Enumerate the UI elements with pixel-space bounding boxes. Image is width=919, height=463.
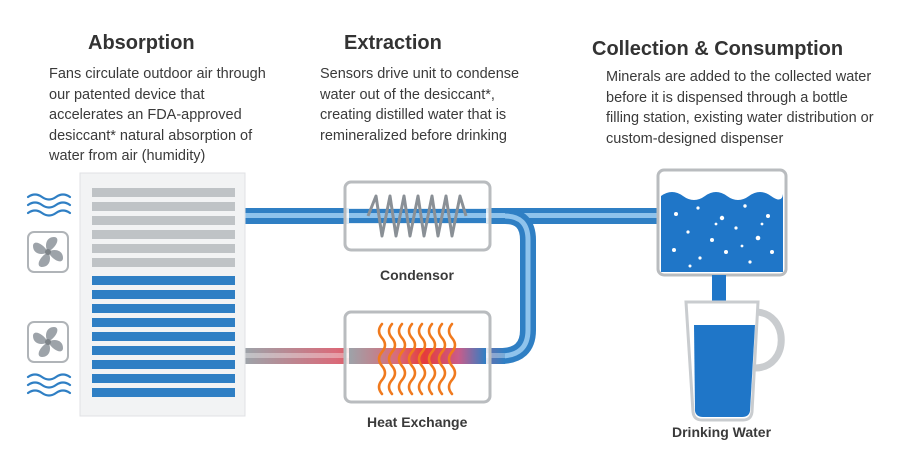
drinking-water-label: Drinking Water (672, 424, 772, 440)
condensor-label: Condensor (380, 267, 454, 283)
heat-flame-icon (377, 322, 457, 396)
heat-exchange-box (343, 310, 492, 404)
absorption-title: Absorption (88, 32, 195, 54)
absorption-unit (79, 172, 246, 417)
collection-line: custom-designed dispenser (606, 130, 784, 147)
heat-exchange-label: Heat Exchange (367, 414, 468, 430)
condensor-coil-icon (366, 194, 468, 238)
extraction-line: remineralized before drinking (320, 127, 507, 144)
absorption-line: Fans circulate outdoor air through (49, 66, 266, 82)
pitcher-icon (684, 300, 785, 422)
collection-description: Minerals are added to the collected wate… (606, 67, 874, 149)
extraction-line: creating distilled water that is (320, 107, 507, 123)
water-stream (712, 275, 726, 303)
air-flow-icon (26, 193, 72, 217)
fan-icon (27, 321, 69, 363)
air-flow-icon (26, 373, 72, 397)
extraction-line: water out of the desiccant*, (320, 86, 495, 103)
condensor-box (343, 180, 492, 252)
extraction-line: Sensors drive unit to condense (320, 66, 520, 82)
water-tank-icon (656, 168, 788, 277)
collection-title: Collection & Consumption (592, 38, 844, 60)
extraction-title: Extraction (344, 32, 442, 54)
absorption-line: our patented device that (49, 86, 205, 103)
return-pipe (499, 208, 536, 364)
collection-line: Minerals are added to the collected wate… (606, 69, 872, 85)
fan-icon (27, 231, 69, 273)
blue-vents (92, 276, 235, 397)
extraction-description: Sensors drive unit to condense water out… (320, 64, 519, 146)
absorption-line: accelerates an FDA-approved (49, 107, 242, 123)
gray-vents (92, 188, 235, 267)
absorption-description: Fans circulate outdoor air through our p… (49, 64, 266, 167)
absorption-line: desiccant* natural absorption of (49, 127, 253, 144)
collection-line: filling station, existing water distribu… (606, 110, 874, 126)
absorption-line: water from air (humidity) (49, 148, 206, 164)
collection-line: before it is dispensed through a bottle (606, 89, 848, 106)
